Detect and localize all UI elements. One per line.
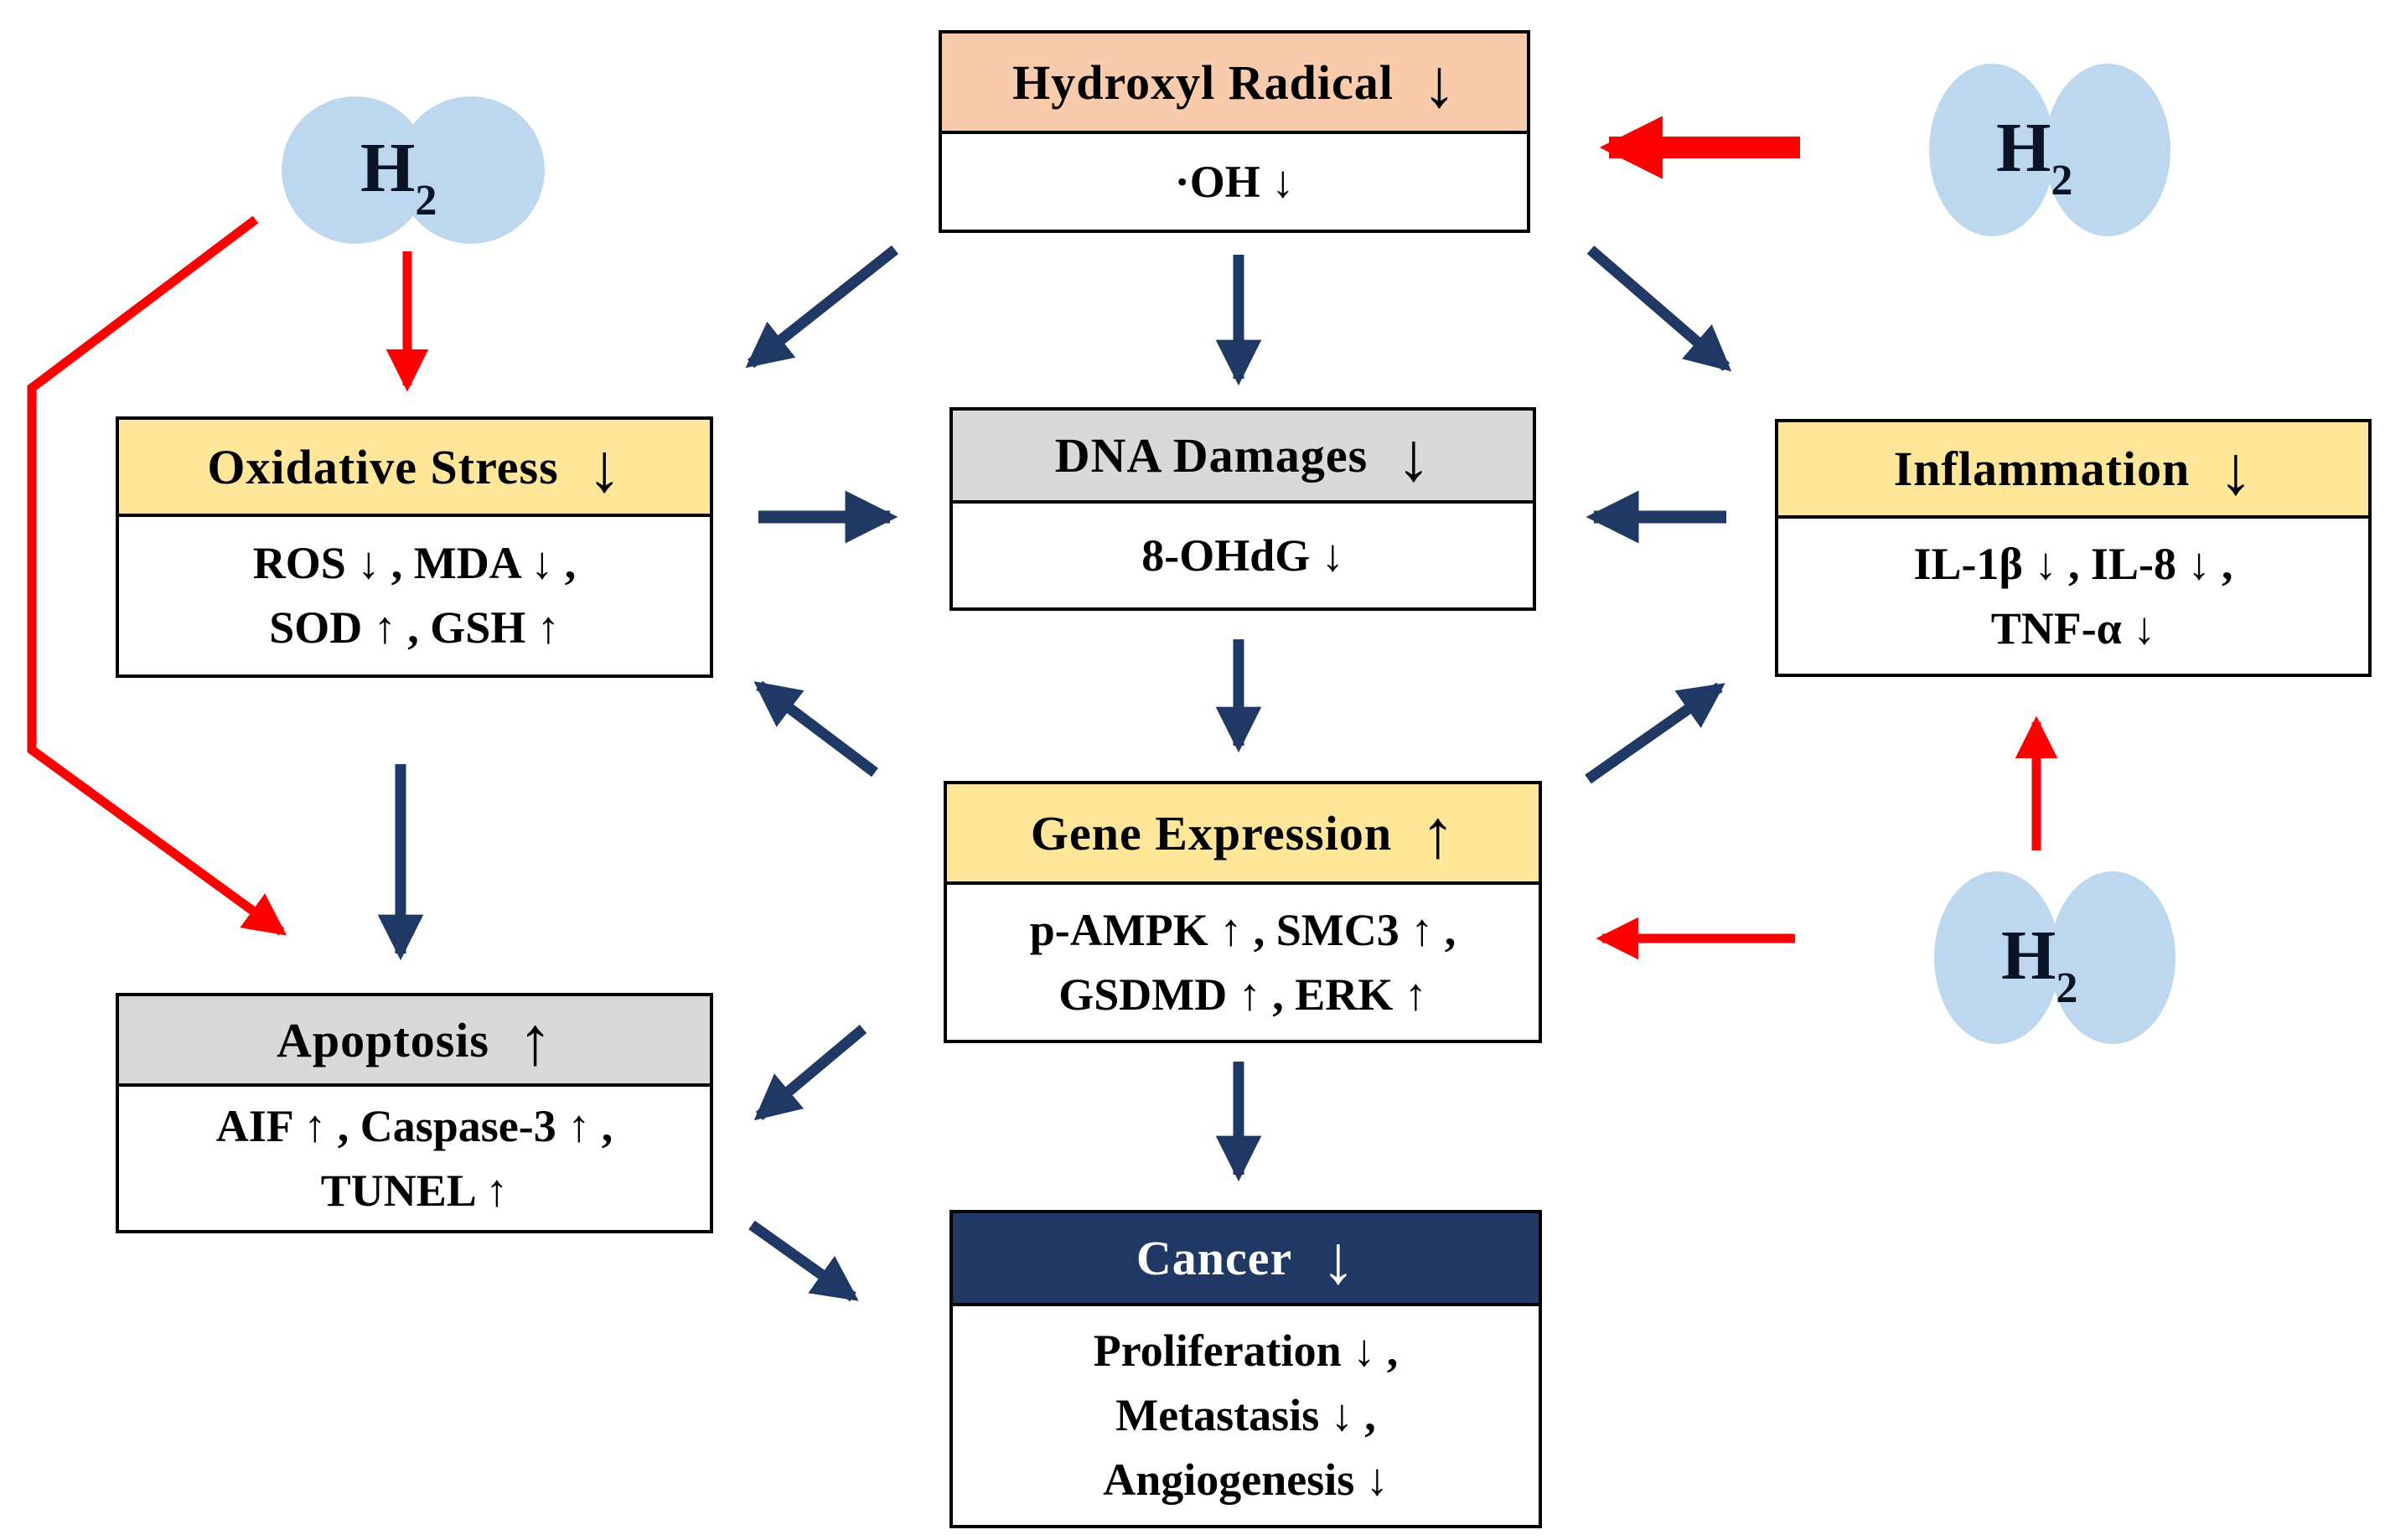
box-line: Proliferation ↓ , [1093,1326,1399,1377]
box-title: Inflammation [1893,442,2191,496]
box-dna-damages: DNA Damages ↓ 8-OHdG ↓ [949,407,1536,611]
arrow-gene-expression-to-oxidative-stress [753,680,878,778]
box-title: Hydroxyl Radical [1012,54,1394,110]
box-cancer-header: Cancer ↓ [953,1213,1539,1306]
box-gene-expression: Gene Expression ↑ p-AMPK ↑ , SMC3 ↑ , GS… [944,781,1542,1043]
arrow-h2-left-to-apoptosis [27,215,287,936]
box-apoptosis-body: AIF ↑ , Caspase-3 ↑ , TUNEL ↑ [119,1087,710,1230]
box-line: ROS ↓ , MDA ↓ , [252,538,577,589]
box-oxidative-stress-body: ROS ↓ , MDA ↓ , SOD ↑ , GSH ↑ [119,517,710,674]
box-apoptosis-header: Apoptosis ↑ [119,996,710,1087]
arrow-hydroxyl-to-oxidative-stress [745,245,899,369]
box-apoptosis: Apoptosis ↑ AIF ↑ , Caspase-3 ↑ , TUNEL … [116,993,713,1233]
box-line: IL-1β ↓ , IL-8 ↓ , [1913,538,2233,589]
box-line: TNF-α ↓ [1990,602,2156,654]
h2-atom [2045,64,2170,236]
box-dna-damages-header: DNA Damages ↓ [953,411,1533,504]
h2-bottom-right-label: H2 [2001,917,2078,1012]
h2-left-label: H2 [360,129,437,225]
box-oxidative-stress: Oxidative Stress ↓ ROS ↓ , MDA ↓ , SOD ↑… [116,416,713,678]
box-hydroxyl-radical: Hydroxyl Radical ↓ ·OH ↓ [939,30,1530,233]
box-line: ·OH ↓ [1174,156,1295,207]
box-cancer: Cancer ↓ Proliferation ↓ , Metastasis ↓ … [949,1210,1542,1528]
box-line: 8-OHdG ↓ [1141,530,1344,581]
box-title: Oxidative Stress [207,439,559,494]
box-hydroxyl-radical-body: ·OH ↓ [942,134,1527,230]
box-inflammation: Inflammation ↓ IL-1β ↓ , IL-8 ↓ , TNF-α … [1775,419,2372,677]
arrow-gene-expression-to-apoptosis [753,1025,867,1121]
h2-top-right-label: H2 [1996,109,2073,204]
arrow-hydroxyl-to-inflammation [1586,245,1732,372]
box-title: Gene Expression [1030,805,1393,860]
box-cancer-body: Proliferation ↓ , Metastasis ↓ , Angioge… [953,1306,1539,1525]
box-line: Metastasis ↓ , [1115,1390,1376,1441]
box-gene-expression-body: p-AMPK ↑ , SMC3 ↑ , GSDMD ↑ , ERK ↑ [947,885,1539,1040]
box-line: GSDMD ↑ , ERK ↑ [1058,969,1427,1020]
box-line: Angiogenesis ↓ [1103,1454,1389,1505]
box-title: DNA Damages [1054,428,1368,483]
box-line: TUNEL ↑ [320,1165,509,1216]
arrow-gene-expression-to-inflammation [1585,682,1725,784]
box-inflammation-header: Inflammation ↓ [1778,422,2368,519]
box-title: Apoptosis [277,1012,489,1067]
box-oxidative-stress-header: Oxidative Stress ↓ [119,420,710,517]
box-line: p-AMPK ↑ , SMC3 ↑ , [1029,904,1456,955]
arrow-apoptosis-to-cancer [748,1220,859,1302]
h2-atom [1934,871,2060,1044]
box-gene-expression-header: Gene Expression ↑ [947,784,1539,885]
h2-atom [1929,64,2055,236]
box-dna-damages-body: 8-OHdG ↓ [953,504,1533,607]
box-hydroxyl-radical-header: Hydroxyl Radical ↓ [942,34,1527,134]
h2-atom [2050,871,2175,1044]
h2-atom [397,96,545,244]
box-title: Cancer [1136,1231,1293,1285]
box-inflammation-body: IL-1β ↓ , IL-8 ↓ , TNF-α ↓ [1778,519,2368,674]
box-line: SOD ↑ , GSH ↑ [269,602,560,653]
box-line: AIF ↑ , Caspase-3 ↑ , [215,1100,613,1151]
